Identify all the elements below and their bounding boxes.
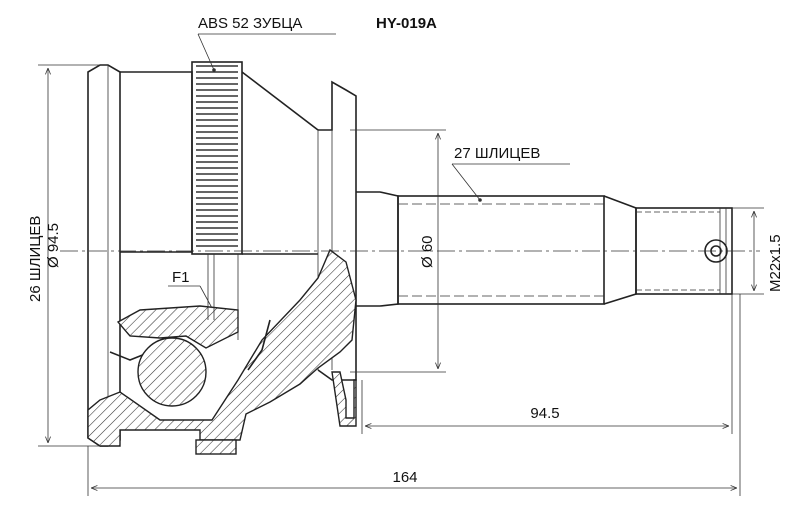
shaft-diameter-label: Ø 60 [419,235,436,268]
abs-ring-teeth [196,65,238,247]
outer-spline-leader [451,163,570,202]
thread-dimension [732,207,764,295]
outer-diameter-label: Ø 94.5 [45,223,62,268]
ball-bearing [137,337,207,407]
part-number: HY-019A [376,15,437,32]
stub-shaft [356,191,733,307]
shaft-length-dimension [361,294,733,434]
outer-spline-label: 27 ШЛИЦЕВ [454,145,540,162]
outer-diameter-dimension [38,64,100,447]
overall-length-dimension [87,294,741,496]
feature-leader [168,285,213,309]
inner-spline-label: 26 ШЛИЦЕВ [27,216,44,302]
abs-label: ABS 52 ЗУБЦА [198,15,302,32]
shaft-diameter-dimension [350,129,446,373]
abs-leader [197,33,336,72]
overall-length-label: 164 [392,469,417,486]
thread-label: M22x1.5 [767,234,784,292]
housing-section-hatch [87,248,357,455]
shaft-length-label: 94.5 [530,405,559,422]
feature-label: F1 [172,269,190,286]
